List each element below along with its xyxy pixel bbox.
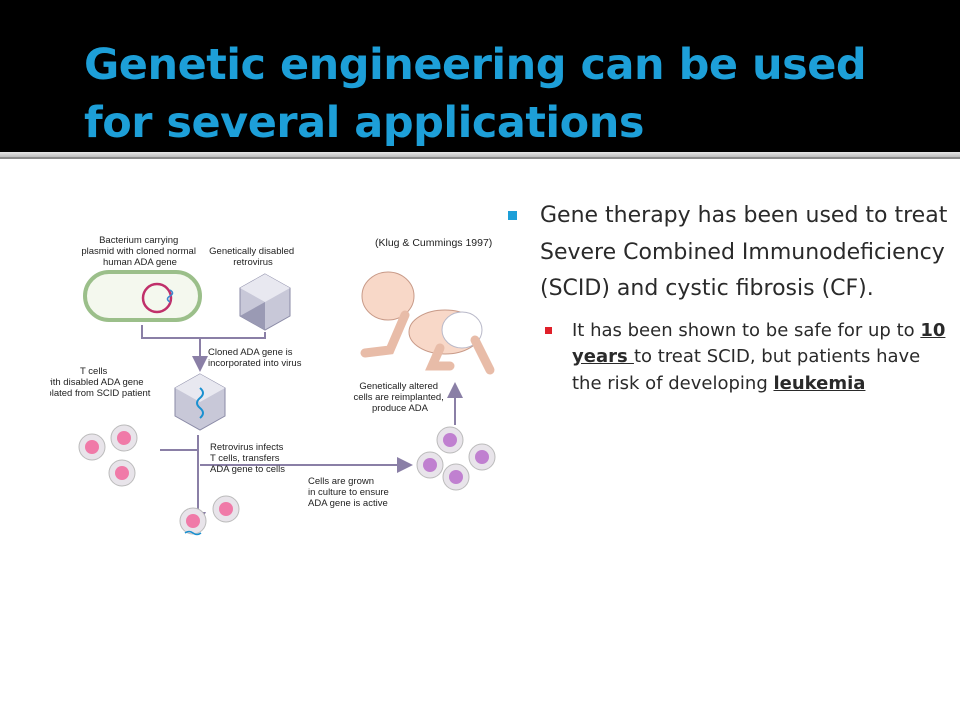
bullet-main-text: Gene therapy has been used to treat Seve… <box>540 203 948 301</box>
infected-t-cells <box>179 495 240 536</box>
citation: (Klug & Cummings 1997) <box>375 237 492 249</box>
label-retrovirus-infects: Retrovirus infects T cells, transfers AD… <box>210 442 286 475</box>
sub-bullet-marker <box>545 326 552 334</box>
slide-title: Genetic engineering can be used for seve… <box>84 40 867 148</box>
leukemia-emphasis: leukemia <box>773 372 866 394</box>
sub-bullet-prefix: It has been shown to be safe for up to <box>572 319 921 341</box>
bullet-gene-therapy: Gene therapy has been used to treat Seve… <box>505 198 955 308</box>
label-t-cells: T cells with disabled ADA gene isolated … <box>50 366 151 399</box>
t-cells-group <box>78 424 138 487</box>
retrovirus-particle <box>239 273 291 331</box>
title-bar <box>0 0 960 152</box>
bullet-safety: It has been shown to be safe for up to 1… <box>505 318 955 398</box>
title-divider <box>0 152 960 157</box>
ten-years-emphasis: 10 years <box>572 319 946 368</box>
label-bacterium: Bacterium carrying plasmid with cloned n… <box>81 235 198 268</box>
label-retrovirus: Genetically disabled retrovirus <box>209 246 297 268</box>
baby-illustration <box>360 271 495 375</box>
label-cloned-gene: Cloned ADA gene is incorporated into vir… <box>208 347 302 369</box>
bullet-list: Gene therapy has been used to treat Seve… <box>505 198 955 397</box>
label-reimplanted: Genetically altered cells are reimplante… <box>354 381 447 414</box>
bacterium-with-plasmid <box>83 270 202 322</box>
cultured-cells <box>416 426 496 491</box>
recombinant-virus <box>174 373 226 431</box>
title-divider-shadow <box>0 157 960 159</box>
gene-therapy-diagram: Bacterium carrying plasmid with cloned n… <box>50 235 496 536</box>
sub-bullet-middle: to treat SCID, but patients have the ris… <box>572 346 921 394</box>
bullet-marker <box>508 211 517 220</box>
label-cells-grown: Cells are grown in culture to ensure ADA… <box>308 476 391 509</box>
